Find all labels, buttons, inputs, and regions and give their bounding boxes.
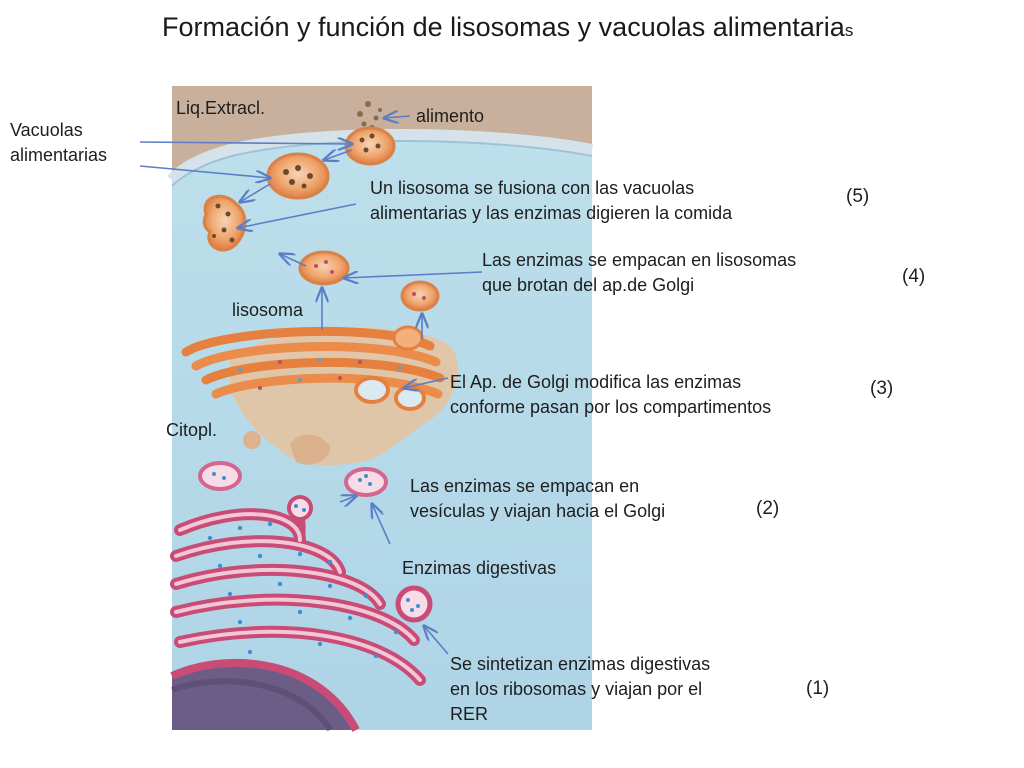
food-vacuole-top <box>344 126 396 166</box>
page-title: Formación y función de lisosomas y vacuo… <box>162 12 854 42</box>
rer-bud <box>287 495 433 623</box>
label-alimento: alimento <box>416 106 485 126</box>
transport-vesicle-right <box>344 467 388 497</box>
step-5-text: Un lisosoma se fusiona con las vacuolas … <box>370 178 733 223</box>
step-2-number: (2) <box>756 498 780 519</box>
label-enzimas-digestivas: Enzimas digestivas <box>402 558 557 578</box>
pointer-arrows <box>139 116 483 655</box>
label-lisosoma: lisosoma <box>232 300 304 320</box>
ribosomes <box>207 521 399 659</box>
label-citopl: Citopl. <box>166 420 218 440</box>
label-vacuolas-alimentarias: Vacuolas alimentarias <box>10 120 108 165</box>
transport-vesicle-left <box>198 461 242 491</box>
step-3-number: (3) <box>870 378 894 399</box>
nucleus <box>170 658 360 732</box>
step-4-number: (4) <box>902 266 926 287</box>
lysosome-right <box>400 280 440 312</box>
rough-er <box>170 495 426 686</box>
step-1-number: (1) <box>806 678 830 699</box>
step-4-text: Las enzimas se empacan en lisosomas que … <box>482 250 797 295</box>
step-1-text: Se sintetizan enzimas digestivas en los … <box>450 654 711 724</box>
step-2-text: Las enzimas se empacan en vesículas y vi… <box>410 476 666 521</box>
food-vacuole-mid <box>266 152 330 200</box>
lysosome-budding <box>298 250 350 286</box>
step-3-text: El Ap. de Golgi modifica las enzimas con… <box>450 372 772 417</box>
fusing-vacuole <box>202 194 247 252</box>
step-5-number: (5) <box>846 186 870 207</box>
label-liq-extracl: Liq.Extracl. <box>176 98 266 118</box>
